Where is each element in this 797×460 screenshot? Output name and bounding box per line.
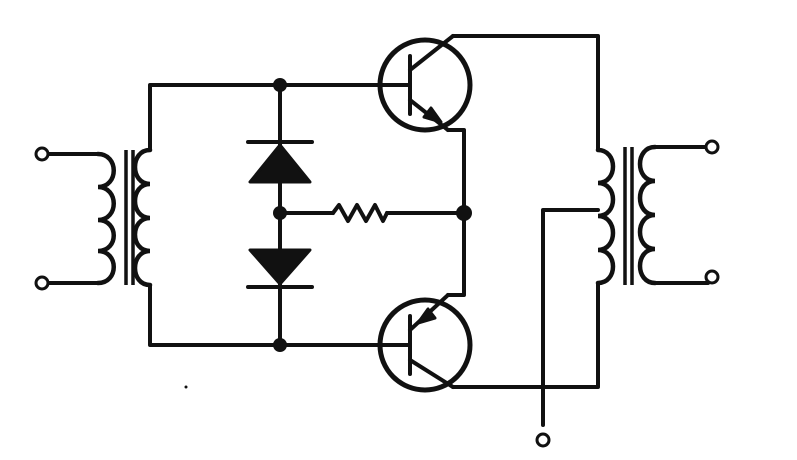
upper-collector-lead <box>408 34 455 72</box>
input-transformer <box>34 146 153 291</box>
wire-bottom-rail <box>148 283 385 347</box>
junction-bottom <box>273 338 287 352</box>
junction-middle <box>273 206 287 220</box>
input-secondary-coil <box>132 147 153 288</box>
lower-transistor-body <box>377 297 473 393</box>
wire-lower-collector <box>451 281 600 389</box>
upper-diode <box>246 140 314 184</box>
lower-collector-lead <box>408 358 455 389</box>
bias-resistor <box>331 203 389 223</box>
output-transformer <box>595 139 720 286</box>
output-primary-coil <box>595 147 616 286</box>
speck <box>184 385 188 389</box>
junction-top <box>273 78 287 92</box>
wire-center-tap <box>541 208 600 427</box>
output-terminal-bottom[interactable] <box>704 269 720 285</box>
input-terminal-bottom[interactable] <box>34 275 50 291</box>
input-terminal-top[interactable] <box>34 146 50 162</box>
lower-transistor <box>377 293 473 393</box>
upper-transistor-body <box>377 37 473 133</box>
center-tap-terminal[interactable] <box>535 432 551 448</box>
input-primary-coil <box>95 151 116 286</box>
output-terminal-top[interactable] <box>704 139 720 155</box>
output-secondary-coil <box>637 144 658 286</box>
wires <box>148 34 600 427</box>
junction-dots <box>273 78 472 352</box>
upper-diode-triangle <box>248 143 312 184</box>
lower-diode <box>246 248 314 289</box>
junction-emitter <box>456 205 472 221</box>
upper-emitter-arrow <box>422 106 443 124</box>
lower-emitter-arrow <box>416 307 437 325</box>
wire-top-rail <box>148 83 385 152</box>
wire-upper-collector <box>451 34 600 152</box>
lower-diode-triangle <box>248 248 312 286</box>
upper-transistor <box>377 34 473 133</box>
